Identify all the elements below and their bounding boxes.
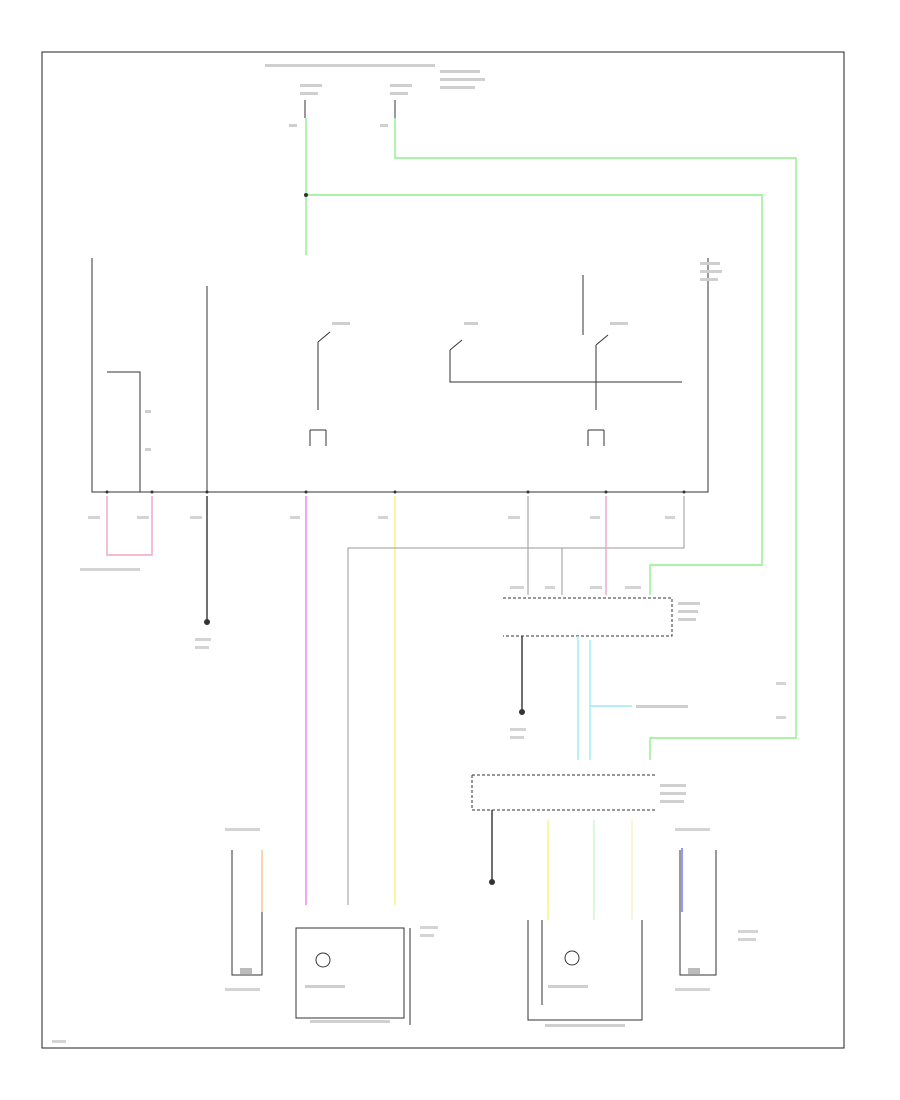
diagram-frame — [41, 51, 845, 1049]
wire-pink-left — [106, 496, 153, 556]
wire-green-right — [394, 118, 797, 760]
pin-labels — [52, 516, 786, 1043]
master-switch-pins — [105, 490, 686, 494]
passenger-control-box — [471, 774, 686, 811]
left-door-switch — [231, 850, 263, 976]
fuse-right — [380, 100, 396, 127]
wire-gray-bus — [347, 496, 685, 905]
ground-point-left — [204, 619, 210, 625]
fuse-left — [289, 100, 306, 127]
wire-green-branch — [306, 194, 763, 595]
right-door-switch — [679, 850, 717, 976]
control-unit-box — [503, 597, 700, 637]
left-window-motor — [295, 927, 411, 1025]
cyan-label — [636, 705, 688, 708]
right-window-motor — [527, 920, 643, 1027]
splice-point — [304, 193, 308, 197]
ground-point-control — [519, 709, 525, 715]
master-switch-block — [91, 258, 722, 493]
ground-point-passenger — [489, 879, 495, 885]
power-source-header — [265, 64, 485, 95]
